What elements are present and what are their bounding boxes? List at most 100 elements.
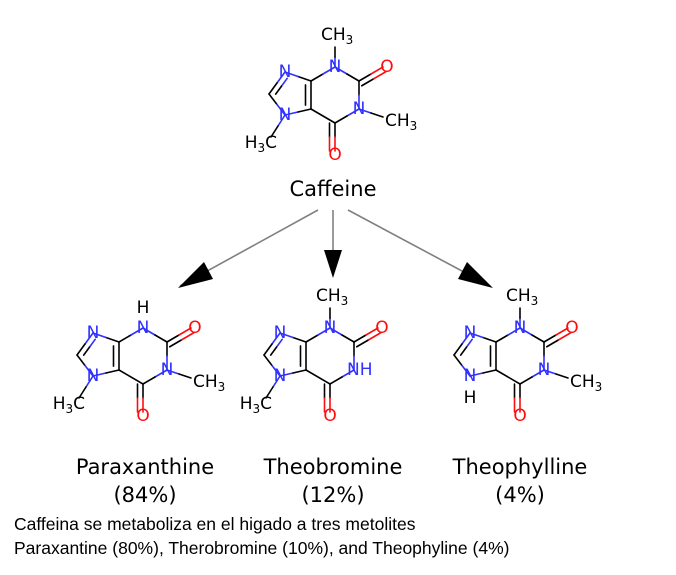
bond: [154, 369, 168, 378]
atom-label: NH: [347, 360, 373, 380]
bond: [543, 334, 557, 343]
bond: [370, 66, 384, 75]
bond: [329, 327, 343, 336]
bond: [329, 376, 343, 385]
bond: [310, 108, 336, 124]
bond: [555, 373, 569, 379]
methyl-label: CH3: [385, 111, 417, 133]
methyl-label: CH3: [570, 372, 602, 394]
bond: [105, 336, 120, 343]
bond: [297, 108, 312, 113]
bond: [118, 334, 132, 343]
bond: [334, 115, 348, 124]
bond: [118, 369, 144, 385]
atom-label: O: [565, 318, 578, 338]
bond: [272, 375, 281, 388]
theobromine-percent: (12%): [301, 483, 364, 507]
bond: [482, 336, 497, 343]
methyl-label: H3C: [245, 133, 277, 155]
bond: [358, 73, 372, 82]
bond: [461, 332, 471, 345]
bond: [370, 112, 384, 118]
bond: [84, 364, 94, 377]
bond: [543, 369, 557, 375]
bond: [84, 332, 94, 345]
theobromine-label: Theobromine: [263, 455, 403, 479]
atom-label: N: [353, 99, 366, 119]
bond: [545, 338, 560, 348]
atom-label: N: [161, 360, 174, 380]
bond: [355, 338, 370, 348]
bond: [269, 346, 278, 356]
bond: [461, 364, 471, 377]
caption-line-2: Paraxantine (80%), Therobromine (10%), a…: [14, 538, 510, 558]
theophylline-percent: (4%): [495, 483, 545, 507]
bond: [279, 332, 294, 339]
bond: [310, 73, 324, 82]
atom-label: N: [87, 366, 100, 386]
bond: [276, 71, 286, 84]
bond: [453, 354, 463, 367]
bond: [372, 70, 387, 80]
bond: [346, 73, 360, 82]
bond: [180, 331, 195, 341]
bond: [322, 66, 336, 75]
bond: [265, 386, 274, 399]
bond: [531, 369, 545, 378]
bond: [507, 327, 521, 336]
bond: [367, 331, 382, 341]
atom-label: N: [274, 366, 287, 386]
caption-line-1: Caffeina se metaboliza en el higado a tr…: [14, 514, 416, 534]
arrowhead-theophylline: [458, 262, 493, 288]
atom-label: N: [137, 318, 150, 338]
bond: [275, 338, 284, 349]
bond: [341, 334, 355, 343]
arrowhead-paraxanthine: [178, 262, 213, 288]
bond: [557, 331, 572, 341]
bond: [358, 108, 372, 114]
bond: [166, 369, 180, 375]
reaction-arrows: [178, 209, 493, 288]
methyl-label: CH3: [506, 286, 538, 308]
arrowhead-theobromine: [324, 250, 342, 278]
bond: [92, 372, 107, 377]
bond: [78, 386, 87, 399]
bond: [105, 369, 120, 374]
bond: [76, 343, 86, 356]
atom-label: N: [538, 360, 551, 380]
bond: [130, 327, 144, 336]
atom-label: N: [464, 366, 477, 386]
bond: [482, 369, 497, 374]
bond: [168, 338, 183, 348]
bond: [519, 327, 533, 336]
bond: [178, 327, 192, 336]
bond: [297, 75, 312, 82]
atom-label: O: [188, 318, 201, 338]
bond: [459, 346, 468, 356]
bond: [284, 71, 299, 78]
bond: [465, 338, 474, 349]
paraxanthine-label: Paraxanthine: [76, 455, 214, 479]
atom-label: N: [279, 105, 292, 125]
bond: [555, 327, 569, 336]
bond: [365, 327, 379, 336]
bond: [263, 343, 273, 356]
atom-label: N: [329, 57, 342, 77]
bond: [292, 336, 307, 343]
bond: [178, 373, 192, 379]
bond: [271, 332, 281, 345]
bond: [305, 334, 319, 343]
atom-label: N: [274, 323, 287, 343]
bond: [271, 364, 281, 377]
atom-label: O: [328, 145, 341, 165]
bond: [277, 114, 286, 127]
theophylline-label: Theophylline: [452, 455, 588, 479]
bond: [284, 111, 299, 116]
bond: [166, 334, 180, 343]
atom-label: O: [513, 406, 526, 426]
